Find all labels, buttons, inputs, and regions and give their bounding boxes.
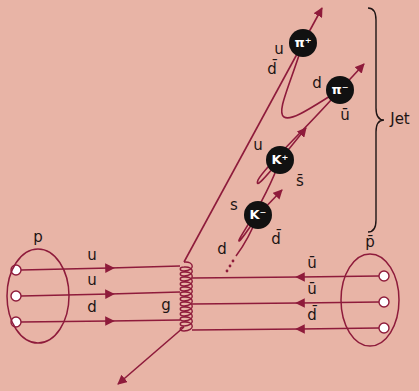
- quark-label: ū: [307, 281, 317, 298]
- hadron-circle: π⁺: [289, 29, 317, 57]
- quark-label: ū: [307, 255, 317, 272]
- beam-label: p̄: [340, 234, 400, 251]
- recoil-line: [118, 327, 184, 384]
- continuation-dot: [229, 265, 232, 268]
- antiquark-line: [192, 302, 379, 304]
- antiquark-line: [192, 276, 379, 278]
- hadron-label: π⁻: [331, 83, 348, 97]
- beam-ellipse: [7, 249, 69, 343]
- quark-dot: [379, 297, 389, 307]
- beam-ellipse: [341, 254, 399, 346]
- beam-outline: [6, 248, 70, 344]
- quark-line: [21, 320, 180, 322]
- quark-label: u: [87, 247, 97, 264]
- beam-outline: [340, 253, 400, 347]
- quark-dot: [11, 291, 21, 301]
- quark-label: u: [274, 41, 284, 58]
- gluon-coil: [180, 262, 192, 331]
- jet-brace: [368, 8, 384, 232]
- hadron-circle: K⁺: [266, 146, 294, 174]
- quark-label: d̄: [307, 307, 317, 324]
- hadron-circle: π⁻: [326, 76, 354, 104]
- quark-label: d̄: [267, 61, 277, 78]
- quark-label: u: [87, 272, 97, 289]
- quark-label: d: [217, 241, 227, 258]
- hadron-label: π⁺: [294, 36, 311, 50]
- quark-dot: [379, 271, 389, 281]
- quark-label: s̄: [296, 173, 304, 190]
- quark-label: d: [312, 75, 322, 92]
- quark-label: u: [253, 137, 263, 154]
- beam-particle: p: [6, 248, 70, 344]
- quark-line: [21, 292, 180, 296]
- continuation-dot: [226, 270, 229, 273]
- continuation-dot: [232, 260, 235, 263]
- quark-line: [21, 266, 180, 270]
- hadron-label: K⁻: [250, 208, 267, 222]
- jet-label: Jet: [390, 111, 410, 128]
- quark-dot: [379, 323, 389, 333]
- beam-label: p: [6, 229, 70, 246]
- quark-label: d: [87, 299, 97, 316]
- antiquark-line: [192, 328, 379, 330]
- string-loop: [257, 90, 340, 183]
- quark-label: ū: [340, 107, 350, 124]
- quark-label: d̄: [271, 231, 281, 248]
- hadron-label: K⁺: [272, 153, 289, 167]
- quark-label: s: [230, 197, 238, 214]
- beam-particle: p̄: [340, 253, 400, 347]
- jet-quark-line: [184, 43, 303, 262]
- gluon-label: g: [161, 297, 171, 314]
- hadron-circle: K⁻: [244, 201, 272, 229]
